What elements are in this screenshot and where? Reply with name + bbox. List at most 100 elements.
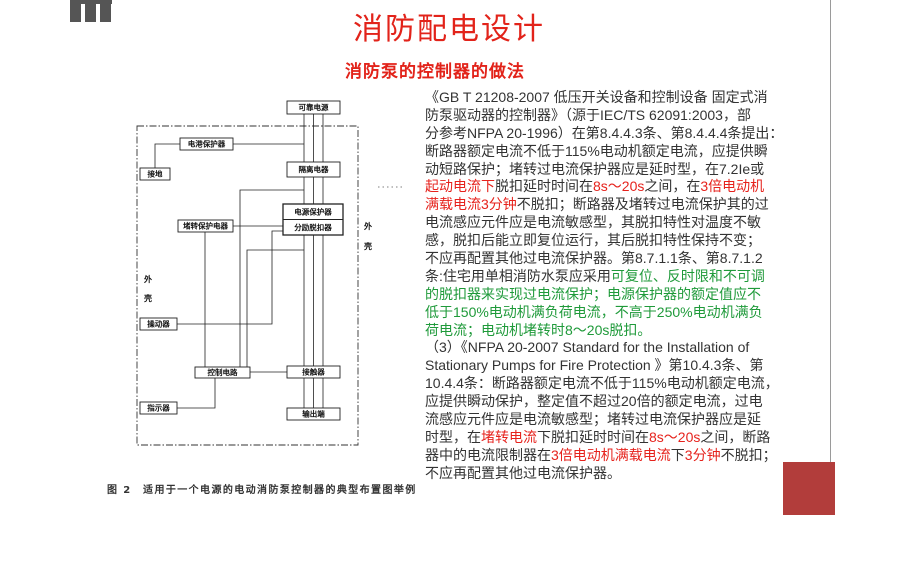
ground-label: 接地 [148, 169, 163, 179]
enclosure-label: 外 [364, 221, 372, 231]
text-segment: 断路器额定电流不低于115%电动机额定电流，应提供瞬 [425, 142, 768, 159]
isolating-switch-label: 隔离电器 [299, 164, 329, 174]
text-segment: 不应再配置其他过电流保护器。第8.7.1.1条、第8.7.1.2 [425, 250, 763, 267]
text-line: 断路器额定电流不低于115%电动机额定电流，应提供瞬 [425, 143, 810, 161]
isolating-switch-box [286, 161, 341, 178]
text-line: 时型，在堵转电流下脱扣延时时间在8s～20s之间，断路 [425, 429, 810, 447]
operator-wire [177, 230, 283, 325]
operator-label: 操动器 [147, 319, 170, 329]
text-line: 电流感应元件应是电流敏感型，其脱扣特性对温度不敏 [425, 214, 810, 232]
highlight-segment: 满载电流3分钟 [425, 196, 517, 213]
enclosure-label: 外 [144, 274, 152, 284]
text-line: Stationary Pumps for Fire Protection 》第1… [425, 357, 810, 375]
circuit-breaker-label: 电源保护器 [294, 207, 332, 217]
text-line: 动短路保护；堵转过电流保护器应是延时型，在7.2Ie或 [425, 161, 810, 179]
divider-line [830, 0, 831, 462]
shunt-trip-label: 分励脱扣器 [294, 222, 332, 232]
text-line: 条:住宅用单相消防水泵应采用可复位、反时限和不可调 [425, 268, 810, 286]
slide-subtitle: 消防泵的控制器的做法 [345, 62, 525, 82]
highlight-segment: 堵转电流 [481, 428, 537, 445]
ground-box [139, 167, 171, 181]
contactor-label: 接触器 [302, 367, 325, 377]
text-segment: 下脱扣延时时间在 [537, 428, 649, 445]
highlight-segment: 8s～20s [649, 428, 701, 445]
ground-wire [154, 143, 180, 168]
text-segment: 动短路保护；堵转过电流保护器应是延时型，在7.2Ie或 [425, 160, 765, 177]
logo-bars [70, 0, 112, 22]
contactor-box [286, 365, 341, 379]
reliable-power-box [286, 100, 341, 115]
text-segment: Stationary Pumps for Fire Protection 》第1… [425, 357, 764, 374]
text-line: 流感应元件应是电流敏感型；堵转过电流保护器应是延 [425, 411, 810, 429]
slide-title: 消防配电设计 [353, 12, 545, 47]
logo-bar [100, 0, 111, 22]
text-segment: 防泵驱动器的控制器》（源于IEC/TS 62091:2003，部 [425, 106, 751, 123]
text-segment: 时型，在 [425, 428, 481, 445]
text-line: 分参考NFPA 20-1996）在第8.4.4.3条、第8.4.4.4条提出： [425, 125, 810, 143]
text-line: （3）《NFPA 20-2007 Standard for the Instal… [425, 339, 810, 357]
text-line: 10.4.4条：断路器额定电流不低于115%电动机额定电流， [425, 375, 810, 393]
surge-protector-box [179, 137, 234, 151]
text-segment: （3）《NFPA 20-2007 Standard for the Instal… [425, 339, 750, 356]
text-segment: 不脱扣；断路器及堵转过电流保护其的过 [516, 196, 769, 213]
text-line: 起动电流下脱扣延时时间在8s～20s之间，在3倍电动机 [425, 178, 810, 196]
enclosure-label: 壳 [143, 293, 152, 303]
sensing-wire [239, 189, 304, 367]
enclosure-label: 壳 [363, 241, 372, 251]
text-line: 器中的电流限制器在3倍电动机满载电流下3分钟不脱扣； [425, 447, 810, 465]
controller-layout-diagram: 可靠电源 电港保护器 接地 隔离电器 电源保护器 分励脱扣器 堵转保护电器 操动… [136, 100, 402, 446]
text-segment: 10.4.4条：断路器额定电流不低于115%电动机额定电流， [425, 375, 779, 392]
text-segment: 不脱扣； [720, 446, 777, 463]
text-line: 荷电流；电动机堵转时8～20s脱扣。 [425, 322, 810, 340]
highlight-segment: 低于150%电动机满负荷电流，不高于250%电动机满负 [425, 303, 763, 320]
locked-rotor-label: 堵转保护电器 [183, 221, 228, 231]
highlight-segment: 荷电流；电动机堵转时8～20s脱扣。 [425, 321, 652, 338]
highlight-segment: 的脱扣器来实现过电流保护；电源保护器的额定值应不 [425, 285, 761, 302]
logo-bar [85, 0, 96, 22]
enclosure-outline [136, 125, 359, 446]
highlight-segment: 3倍电动机满载电流 [551, 446, 671, 463]
output-terminals-label: 输出端 [302, 409, 325, 419]
text-line: 《GB T 21208-2007 低压开关设备和控制设备 固定式消 [425, 89, 810, 107]
text-segment: 脱扣延时时间在 [495, 178, 593, 195]
text-line: 的脱扣器来实现过电流保护；电源保护器的额定值应不 [425, 286, 810, 304]
accent-square [783, 462, 835, 515]
text-line: 感，脱扣后能立即复位运行，其后脱扣特性保持不变； [425, 232, 810, 250]
text-segment: 不应再配置其他过电流保护器。 [425, 464, 621, 481]
text-segment: 之间，断路 [700, 428, 771, 445]
text-segment: 感，脱扣后能立即复位运行，其后脱扣特性保持不变； [425, 232, 761, 249]
text-line: 满载电流3分钟不脱扣；断路器及堵转过电流保护其的过 [425, 196, 810, 214]
logo-bar [70, 0, 81, 22]
indicator-box [139, 401, 178, 415]
text-segment: 《GB T 21208-2007 低压开关设备和控制设备 固定式消 [425, 89, 768, 105]
highlight-segment: 3分钟 [684, 446, 721, 463]
locked-rotor-box [177, 219, 234, 233]
text-segment: 之间，在 [644, 178, 701, 195]
text-segment: 电流感应元件应是电流敏感型，其脱扣特性对温度不敏 [425, 214, 761, 231]
text-segment: 下 [670, 446, 685, 463]
text-line: 不应再配置其他过电流保护器。 [425, 465, 810, 483]
text-segment: 条:住宅用单相消防水泵应采用 [425, 267, 611, 284]
reliable-power-label: 可靠电源 [299, 102, 329, 112]
text-line: 应提供瞬动保护，整定值不超过20倍的额定电流，过电 [425, 393, 810, 411]
operator-box [139, 317, 178, 331]
body-text-block: 《GB T 21208-2007 低压开关设备和控制设备 固定式消防泵驱动器的控… [425, 89, 810, 483]
text-segment: 分参考NFPA 20-1996）在第8.4.4.3条、第8.4.4.4条提出： [425, 124, 784, 141]
sensing-wire [246, 249, 304, 367]
power-bus [303, 114, 324, 408]
figure-caption: 图 2 适用于一个电源的电动消防泵控制器的典型布置图举例 [107, 485, 417, 496]
highlight-segment: 可复位、反时限和不可调 [610, 267, 765, 284]
indicator-wire [177, 378, 216, 409]
text-segment: 流感应元件应是电流敏感型；堵转过电流保护器应是延 [425, 411, 761, 428]
indicator-label: 指示器 [147, 403, 170, 413]
text-segment: 应提供瞬动保护，整定值不超过20倍的额定电流，过电 [425, 393, 763, 410]
text-segment: 器中的电流限制器在 [425, 446, 551, 463]
text-line: 防泵驱动器的控制器》（源于IEC/TS 62091:2003，部 [425, 107, 810, 125]
control-circuit-box [194, 366, 251, 379]
text-line: 不应再配置其他过电流保护器。第8.7.1.1条、第8.7.1.2 [425, 250, 810, 268]
highlight-segment: 8s～20s [593, 178, 645, 195]
surge-protector-label: 电港保护器 [188, 139, 226, 149]
highlight-segment: 3倍电动机 [700, 178, 765, 195]
output-terminals-box [286, 407, 341, 421]
text-line: 低于150%电动机满负荷电流，不高于250%电动机满负 [425, 304, 810, 322]
